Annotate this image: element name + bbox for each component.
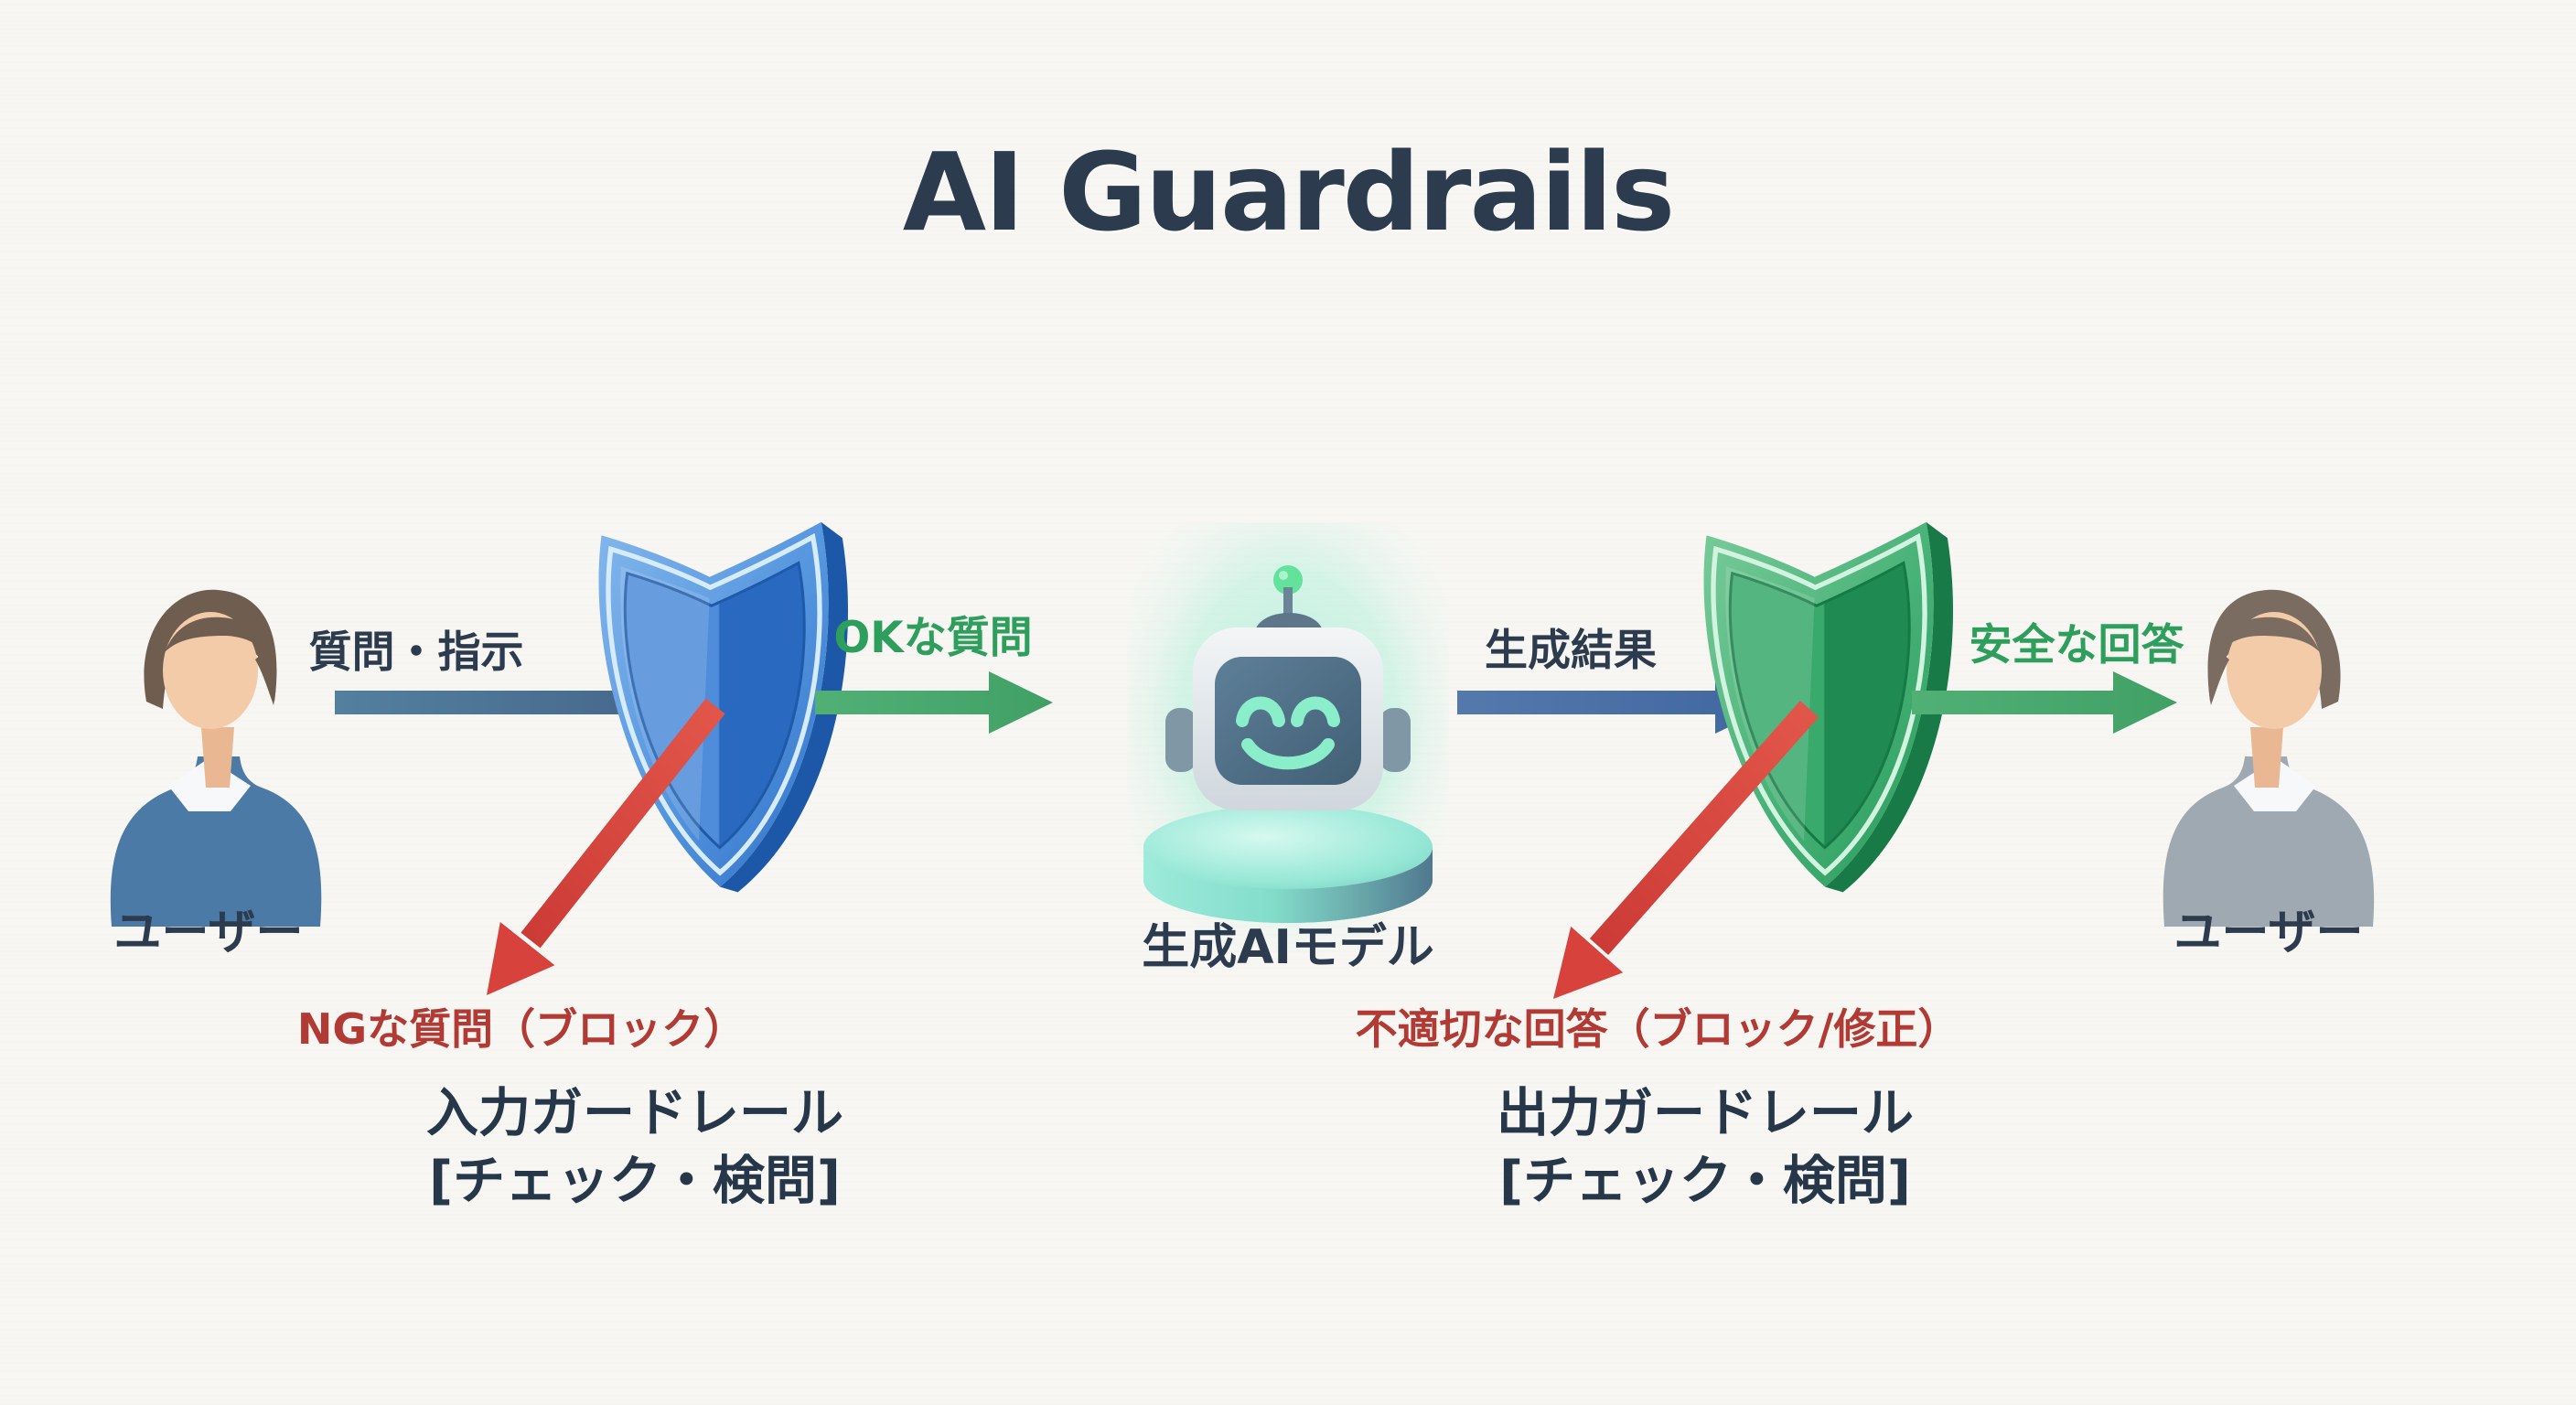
output-guardrail-name: 出力ガードレール (1497, 1083, 1914, 1143)
result-arrow-label: 生成結果 (1485, 626, 1657, 676)
diagram-title: AI Guardrails (902, 129, 1675, 255)
robot-icon (1127, 523, 1449, 953)
input-guardrail-name: 入力ガードレール (426, 1083, 843, 1143)
user-right-label: ユーザー (2174, 906, 2364, 960)
user-icon-left (88, 562, 326, 929)
user-icon-right (2159, 562, 2397, 929)
blocked-input-label: NGな質問（ブロック） (296, 1004, 746, 1054)
blocked-output-arrow (1553, 701, 1819, 999)
output-guardrail-mode: [チェック・検問] (1499, 1151, 1911, 1211)
input-guardrail-mode: [チェック・検問] (429, 1151, 841, 1211)
request-arrow-label: 質問・指示 (308, 627, 524, 678)
blocked-output-label: 不適切な回答（ブロック/修正） (1355, 1004, 1960, 1054)
result-arrow (1457, 671, 1779, 734)
model-label: 生成AIモデル (1142, 920, 1434, 975)
safe-arrow-label: 安全な回答 (1969, 620, 2184, 670)
ok-arrow-label: OKな質問 (833, 613, 1033, 663)
safe-arrow (1912, 671, 2177, 734)
user-left-label: ユーザー (113, 906, 304, 960)
ok-arrow (815, 671, 1053, 734)
request-arrow (335, 671, 734, 734)
blocked-input-arrow (487, 698, 725, 995)
